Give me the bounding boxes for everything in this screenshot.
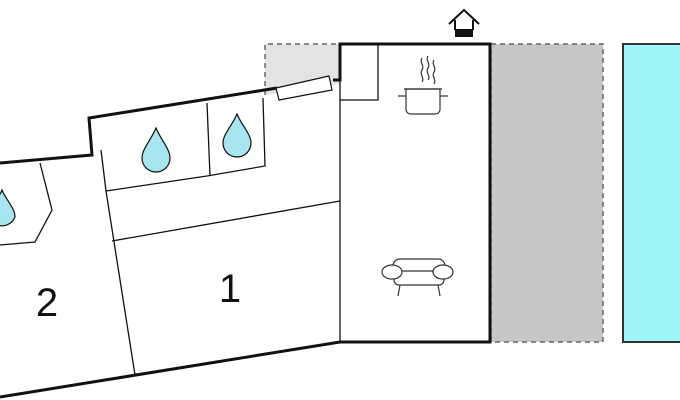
- interior-walls: [0, 44, 379, 376]
- terrace-dashed-outline: [264, 43, 340, 95]
- terrace-gray-area: [490, 43, 604, 343]
- window: [275, 75, 333, 101]
- water-drop-icon: [141, 126, 171, 173]
- cooking-pot-icon: [398, 55, 448, 115]
- water-drop-icon: [0, 188, 16, 227]
- room-label-1: 1: [219, 267, 241, 311]
- swimming-pool: [622, 43, 680, 343]
- room-label-2: 2: [36, 281, 58, 325]
- sofa-icon: [381, 258, 454, 297]
- house-entrance-icon: [448, 8, 480, 37]
- water-drop-icon: [222, 112, 252, 158]
